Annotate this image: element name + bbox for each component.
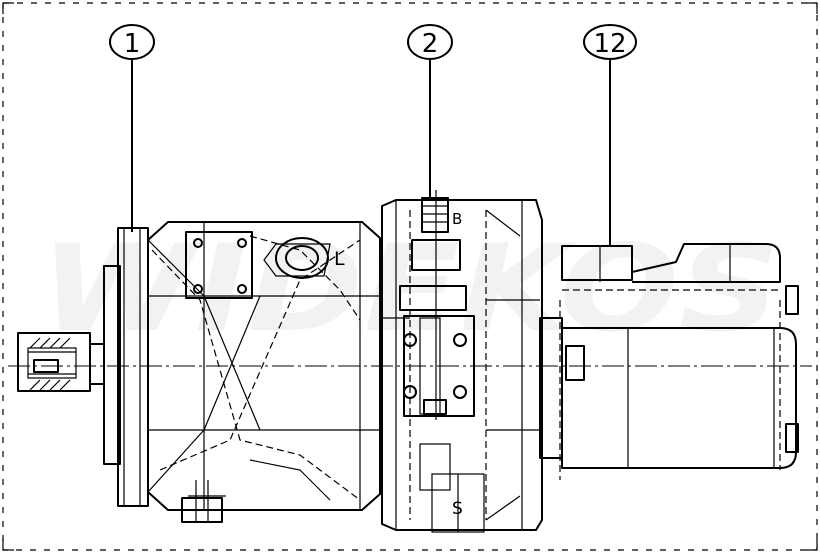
- callout-2: 2: [407, 24, 453, 198]
- port-L: L: [263, 237, 345, 279]
- port-label-L: L: [334, 248, 345, 270]
- callout-12: 12: [583, 24, 637, 246]
- drive-shaft: [17, 332, 91, 392]
- mounting-flange: [103, 265, 121, 465]
- port-label-B: B: [452, 210, 462, 228]
- callout-2-label: 2: [422, 29, 439, 59]
- rear-gear-pump: [539, 243, 799, 480]
- adapter-housing: S B: [381, 199, 543, 533]
- port-label-S: S: [452, 499, 463, 519]
- pump-cover-plate: [185, 231, 253, 299]
- callout-1-label: 1: [124, 29, 141, 59]
- callout-12-label: 12: [593, 29, 626, 59]
- callout-1: 1: [109, 24, 155, 232]
- main-pump-body: L: [17, 221, 381, 523]
- pressure-regulator-valve: [399, 190, 475, 420]
- bottom-fitting: [181, 480, 226, 523]
